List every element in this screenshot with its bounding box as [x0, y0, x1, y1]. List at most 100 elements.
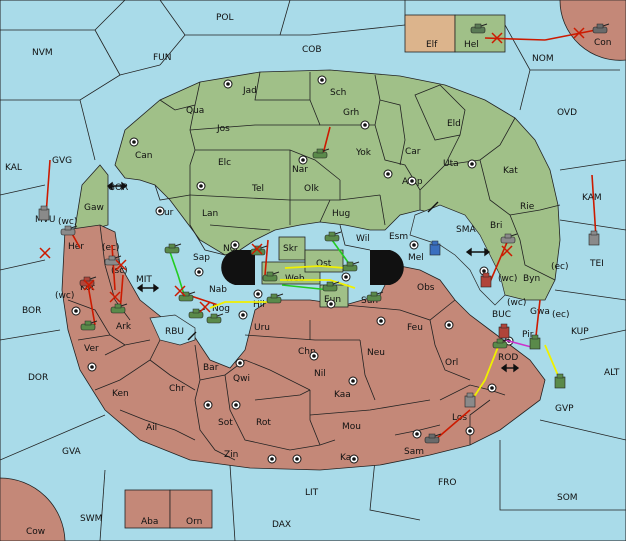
fleet-unit-icon[interactable]	[464, 392, 476, 408]
supply-center-dot	[320, 78, 324, 82]
province-label-qwi: Qwi	[233, 374, 250, 384]
province-label-tei: TEI	[589, 259, 604, 269]
supply-center-dot	[158, 209, 162, 213]
province-label-lan: Lan	[202, 209, 218, 219]
province-label-sma: SMA	[456, 225, 476, 235]
province-cow[interactable]	[0, 477, 66, 541]
province-label-swm: SWM	[80, 514, 102, 524]
province-label-bor: BOR	[22, 306, 41, 316]
supply-center-dot	[352, 457, 356, 461]
province-gaw[interactable]	[74, 164, 109, 231]
supply-center-dot	[312, 354, 316, 358]
province-label-eld: Eld	[447, 119, 461, 129]
province-label-nab: Nab	[209, 285, 227, 295]
province-label-kal: KAL	[5, 163, 22, 173]
province-label-zin: Zin	[224, 450, 238, 460]
fleet-unit-icon[interactable]	[480, 272, 492, 288]
province-label-nor: Nor	[223, 244, 239, 254]
province-label-cow: Cow	[26, 527, 45, 537]
province-label-hel: Hel	[464, 40, 479, 50]
province-labels: POLNVMFUNCOBNOMOVDKALGVGGORMVUMITBORRBUD…	[5, 13, 620, 537]
province-elf[interactable]	[404, 14, 456, 53]
move-arrow	[87, 284, 96, 326]
coast-label: (wc)	[507, 298, 526, 308]
province-label-skr: Skr	[283, 244, 298, 254]
province-label-kaa: Kaa	[334, 390, 351, 400]
army-unit-icon[interactable]	[312, 148, 330, 159]
province-label-buc: BUC	[492, 310, 511, 320]
army-unit-icon[interactable]	[110, 303, 128, 314]
supply-center-dot	[351, 379, 355, 383]
province-hel[interactable]	[454, 14, 506, 53]
army-unit-icon[interactable]	[500, 233, 518, 244]
province-label-pol: POL	[216, 13, 234, 23]
province-label-nvm: NVM	[32, 48, 53, 58]
coast-label: (ec)	[551, 262, 569, 272]
fleet-unit-icon[interactable]	[498, 323, 510, 339]
province-label-neu: Neu	[367, 348, 385, 358]
province-center-black-east	[370, 250, 404, 285]
province-label-aba: Aba	[141, 517, 158, 527]
supply-center-dot	[270, 457, 274, 461]
province-label-uta: Uta	[443, 159, 459, 169]
failed-order-markers	[39, 27, 585, 313]
province-label-grh: Grh	[343, 108, 359, 118]
army-unit-icon[interactable]	[262, 271, 280, 282]
fleet-unit-icon[interactable]	[429, 240, 441, 256]
province-label-bar: Bar	[203, 363, 219, 373]
support-line	[280, 279, 356, 289]
coast-label: (wc)	[498, 274, 517, 284]
fleet-unit-icon[interactable]	[588, 230, 600, 246]
province-label-jos: Jos	[216, 124, 230, 134]
supply-center-dot	[301, 158, 305, 162]
army-unit-icon[interactable]	[424, 433, 442, 444]
province-aba[interactable]	[124, 489, 171, 529]
province-label-ail: Ail	[146, 423, 157, 433]
province-label-mel: Mel	[408, 253, 424, 263]
province-label-tel: Tel	[251, 184, 264, 194]
province-label-rod: ROD	[498, 353, 518, 363]
fleet-unit-icon[interactable]	[554, 373, 566, 389]
supply-center-dot	[241, 313, 245, 317]
supply-center-dot	[233, 243, 237, 247]
fleet-unit-icon[interactable]	[38, 205, 50, 221]
province-label-hug: Hug	[332, 209, 350, 219]
army-unit-icon[interactable]	[366, 291, 384, 302]
province-label-alt: ALT	[604, 368, 620, 378]
army-unit-icon[interactable]	[342, 261, 360, 272]
province-label-sot: Sot	[218, 418, 233, 428]
province-label-rie: Rie	[520, 202, 535, 212]
province-orn[interactable]	[169, 489, 213, 529]
province-label-wil: Wil	[356, 234, 370, 244]
province-label-kam: KAM	[582, 193, 602, 203]
province-label-car: Car	[405, 147, 421, 157]
province-label-kor: Kor	[80, 283, 95, 293]
province-label-orl: Orl	[445, 358, 458, 368]
army-unit-icon[interactable]	[206, 313, 224, 324]
army-unit-icon[interactable]	[188, 308, 206, 319]
army-unit-icon[interactable]	[324, 231, 342, 242]
province-label-ken: Ken	[112, 389, 129, 399]
adjacency-arrows	[106, 181, 520, 373]
supply-center-dot	[470, 162, 474, 166]
supply-center-dot	[295, 457, 299, 461]
province-label-feu: Feu	[407, 323, 423, 333]
army-unit-icon[interactable]	[492, 338, 510, 349]
province-label-kar: Kar	[340, 453, 355, 463]
army-unit-icon[interactable]	[164, 243, 182, 254]
supply-center-dot	[74, 309, 78, 313]
fleet-unit-icon[interactable]	[529, 334, 541, 350]
army-unit-icon[interactable]	[322, 281, 340, 292]
province-label-rbu: RBU	[165, 327, 184, 337]
move-arrow	[489, 239, 509, 283]
province-skr[interactable]	[278, 236, 306, 261]
army-unit-icon[interactable]	[80, 320, 98, 331]
army-unit-icon[interactable]	[60, 225, 78, 236]
army-unit-icon[interactable]	[266, 293, 284, 304]
army-unit-icon[interactable]	[592, 23, 610, 34]
province-label-lit: LIT	[305, 488, 319, 498]
supply-center-dot	[344, 275, 348, 279]
province-label-kup: KUP	[571, 327, 589, 337]
province-label-byn: Byn	[523, 274, 540, 284]
army-unit-icon[interactable]	[470, 23, 488, 34]
